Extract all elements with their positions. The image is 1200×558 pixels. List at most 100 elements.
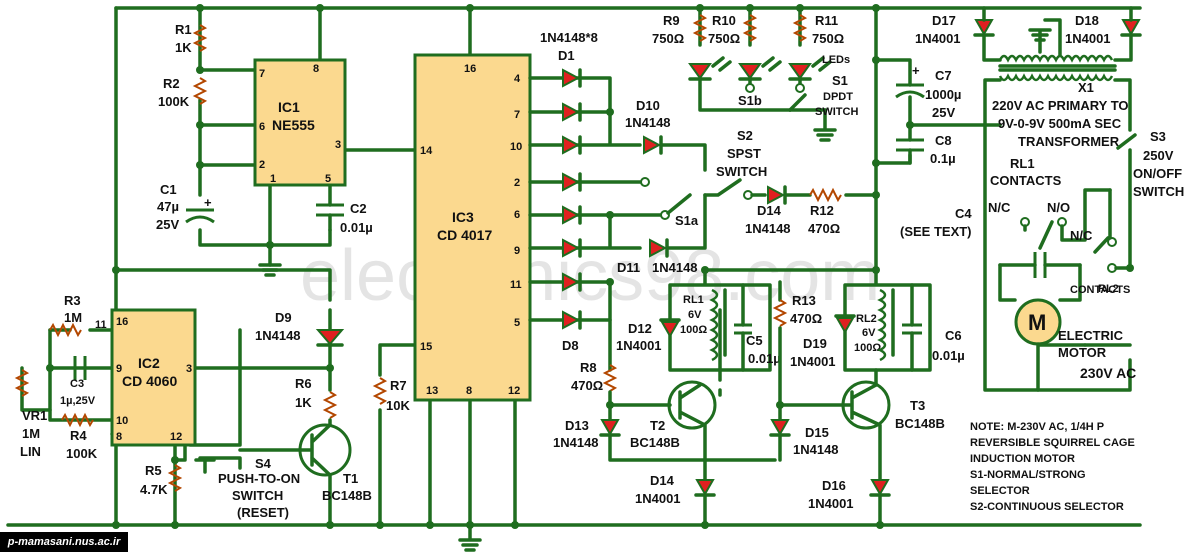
r12-value: 470Ω [808, 221, 840, 236]
vr1-potentiometer [14, 369, 30, 397]
r11-label: R11 [815, 13, 838, 28]
r5-value: 4.7K [140, 482, 168, 497]
t2-label: T2 [650, 418, 665, 433]
c3-capacitor [73, 356, 87, 380]
ic1-pin-7: 7 [259, 68, 265, 80]
d18-label: D18 [1075, 13, 1099, 28]
rl2-contacts-desc: CONTACTS [1070, 284, 1130, 296]
rl2-nc-contact [1107, 237, 1117, 247]
d15-label: D15 [805, 425, 829, 440]
d13-value: 1N4148 [553, 435, 599, 450]
c7-plus: + [912, 63, 920, 78]
ic3-pin-15: 15 [420, 341, 432, 353]
s1a-contact-top [640, 177, 650, 187]
d16-value: 1N4001 [808, 496, 854, 511]
d16-label: D16 [822, 478, 846, 493]
s3-lever[interactable] [1116, 133, 1137, 150]
ic3-out-9: 9 [514, 245, 520, 257]
s1-desc2: SWITCH [815, 106, 858, 118]
junction-dots [46, 4, 1134, 529]
s3-desc3: SWITCH [1133, 184, 1184, 199]
c4-label: C4 [955, 206, 972, 221]
r6-resistor [322, 391, 338, 419]
ic1-pin-5: 5 [325, 173, 331, 185]
t2-transistor [667, 380, 717, 430]
s2-desc2: SWITCH [716, 164, 767, 179]
d15-diode [770, 419, 790, 437]
motor-line2: MOTOR [1058, 345, 1107, 360]
d10-diode [643, 135, 662, 155]
transformer-secondary [998, 54, 1114, 63]
c8-label: C8 [935, 133, 952, 148]
motor-ac: 230V AC [1080, 365, 1136, 381]
rl2-contacts-label: RL2 [1098, 283, 1119, 295]
ic3-out-4: 4 [514, 73, 521, 85]
s3-desc1: 250V [1143, 148, 1174, 163]
r6-label: R6 [295, 376, 312, 391]
d1-diode [562, 68, 581, 88]
s1a-lever[interactable] [666, 193, 692, 215]
r5-resistor [167, 464, 183, 492]
ic1-pin-3: 3 [335, 139, 341, 151]
s1b-lever[interactable] [788, 93, 807, 112]
ic3-out-11: 11 [510, 279, 522, 291]
c1-label: C1 [160, 182, 177, 197]
ic2-pin-9: 9 [116, 363, 122, 375]
d16-diode [870, 479, 890, 497]
note-line-5: SELECTOR [970, 485, 1030, 497]
note-line-3: INDUCTION MOTOR [970, 453, 1075, 465]
ic2-section: IC2 CD 4060 11 16 9 3 10 8 12 R3 1M C3 1… [14, 268, 372, 527]
r7-resistor [372, 377, 388, 405]
r3-label: R3 [64, 293, 81, 308]
d11-value: 1N4148 [652, 260, 698, 275]
rl2-volt: 6V [862, 327, 876, 339]
s4-label: S4 [255, 456, 272, 471]
d8-diode [562, 310, 581, 330]
led-3 [788, 63, 812, 80]
ic3-pin-14: 14 [420, 145, 433, 157]
r8-value: 470Ω [571, 378, 603, 393]
t1-part: BC148B [322, 488, 372, 503]
ic3-label: IC3 [452, 209, 474, 225]
t3-transistor [841, 380, 891, 430]
ic1-pin-2: 2 [259, 159, 265, 171]
rl1-contact-arm [1038, 220, 1054, 250]
note-line-1: NOTE: M-230V AC, 1/4H P [970, 421, 1104, 433]
r7-value: 10K [386, 398, 410, 413]
ic1-pin-8: 8 [313, 63, 319, 75]
x1-line2: 9V-0-9V 500mA SEC [998, 116, 1122, 131]
led-1 [688, 63, 712, 80]
c6-label: C6 [945, 328, 962, 343]
r6-value: 1K [295, 395, 312, 410]
ic2-pin-11: 11 [95, 319, 107, 331]
d2-diode [562, 102, 581, 122]
note-line-2: REVERSIBLE SQUIRREL CAGE [970, 437, 1135, 449]
s2-lever[interactable] [703, 178, 742, 197]
r3-value: 1M [64, 310, 82, 325]
c1-capacitor [185, 208, 215, 224]
d5-diode [562, 205, 581, 225]
s2-label: S2 [737, 128, 753, 143]
s1a-label: S1a [675, 213, 699, 228]
d9-diode [315, 329, 345, 346]
x1-line1: 220V AC PRIMARY TO [992, 98, 1129, 113]
ic3-pin-12: 12 [508, 385, 520, 397]
s4-desc2: SWITCH [232, 488, 283, 503]
s1b-contact-2 [795, 83, 805, 93]
c1-value: 47µ [157, 199, 179, 214]
motor-line1: ELECTRIC [1058, 328, 1124, 343]
rl1-no: N/O [1047, 200, 1070, 215]
ic1-pin-1: 1 [270, 173, 276, 185]
ic2-pin-8: 8 [116, 431, 122, 443]
diode-matrix: 1N4148*8 D1 D8 [528, 30, 662, 353]
d4-diode [562, 172, 581, 192]
led-2 [738, 63, 762, 80]
rl2-driver: R13 470Ω RL2 6V 100Ω C6 0.01µ D19 1N4001… [769, 268, 965, 527]
r12-label: R12 [810, 203, 834, 218]
ic3-out-6: 6 [514, 209, 520, 221]
r9-label: R9 [663, 13, 680, 28]
rl1-volt: 6V [688, 309, 702, 321]
x1-label: X1 [1078, 80, 1094, 95]
note-line-6: S2-CONTINUOUS SELECTOR [970, 501, 1124, 513]
